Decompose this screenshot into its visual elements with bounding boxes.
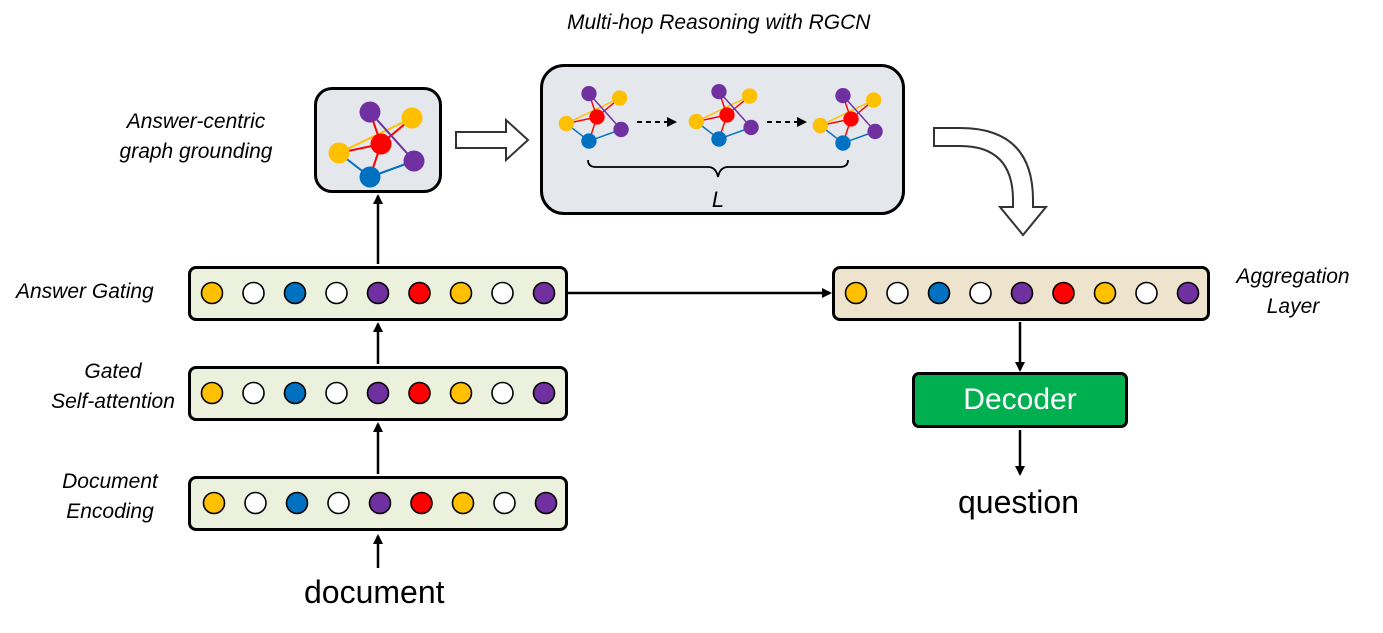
- rgcn-graph-hop-3: [812, 87, 883, 151]
- rgcn-graph-hop-1-edge: [588, 93, 622, 130]
- rgcn-graph-hop-2-node-purple: [711, 83, 727, 100]
- rgcn-graph-hop-3-node-purple: [867, 123, 883, 140]
- token-rows: [200, 281, 1200, 515]
- rgcn-graph-hop-3-node-yellow: [812, 117, 829, 134]
- answer-gating-label: Answer Gating: [16, 280, 154, 303]
- aggregation-token-purple: [1010, 281, 1034, 305]
- self-attention-token-yellow: [200, 381, 224, 405]
- grounding-label: Answer-centric graph grounding: [106, 107, 286, 167]
- self-attention-label: Gated Self-attention: [38, 357, 188, 417]
- aggregation-token-red: [1052, 281, 1075, 305]
- answer-gating-token-blue: [283, 281, 307, 305]
- answer-gating-token-yellow: [449, 281, 473, 305]
- aggregation-token-blue: [927, 281, 951, 305]
- rgcn-graph-hop-3-node-purple: [835, 87, 851, 104]
- doc-encoding-label: Document Encoding: [50, 467, 170, 527]
- self-attention-token-yellow: [449, 381, 473, 405]
- answer-gating-token-white: [242, 281, 265, 305]
- grounding-label-line2: graph grounding: [119, 140, 273, 163]
- input-document-label: document: [304, 574, 445, 610]
- grounding-graph-node-purple: [403, 150, 425, 172]
- rgcn-graph-hop-2-edge: [718, 91, 752, 128]
- self-attention-token-purple: [366, 381, 390, 405]
- doc-encoding-token-white: [244, 491, 267, 515]
- rgcn-graph-hop-3-node-red: [843, 111, 859, 127]
- grounding-graph: [328, 101, 425, 188]
- self-attention-token-white: [491, 381, 514, 405]
- doc-encoding-token-yellow: [451, 491, 475, 515]
- curved-arrow-rgcn-to-aggregation: [933, 127, 1049, 237]
- rgcn-graph-hop-2-node-purple: [743, 119, 759, 136]
- doc-encoding-token-white: [327, 491, 350, 515]
- answer-gating-token-white: [491, 281, 514, 305]
- grounding-graph-edge: [369, 111, 415, 162]
- doc-encoding-token-white: [493, 491, 516, 515]
- rgcn-graph-hop-3-edge: [842, 95, 876, 132]
- answer-gating-token-purple: [366, 281, 390, 305]
- aggregation-token-yellow: [844, 281, 868, 305]
- hop-count-label: L: [712, 187, 724, 212]
- answer-gating-token-yellow: [200, 281, 224, 305]
- hop-brace: [587, 159, 849, 178]
- self-attention-token-white: [242, 381, 265, 405]
- doc-encoding-label-line1: Document: [62, 470, 158, 493]
- answer-gating-token-white: [325, 281, 348, 305]
- aggregation-label-line1: Aggregation: [1236, 265, 1350, 288]
- aggregation-token-white: [969, 281, 992, 305]
- rgcn-graph-hop-3-node-blue: [835, 135, 851, 151]
- self-attention-token-purple: [532, 381, 556, 405]
- grounding-label-line1: Answer-centric: [126, 110, 266, 133]
- answer-gating-token-purple: [532, 281, 556, 305]
- rgcn-graph-hop-2-node-yellow: [688, 113, 705, 130]
- aggregation-token-white: [1135, 281, 1158, 305]
- self-attention-token-white: [325, 381, 348, 405]
- rgcn-graph-hop-1: [558, 85, 629, 149]
- decoder-block: Decoder: [912, 372, 1128, 428]
- rgcn-graph-hop-2-node-blue: [711, 131, 727, 147]
- doc-encoding-token-purple: [534, 491, 558, 515]
- rgcn-graph-hop-1-node-purple: [613, 121, 629, 138]
- rgcn-graph-hop-1-node-yellow: [558, 115, 575, 132]
- self-attention-label-line2: Self-attention: [51, 390, 175, 413]
- grounding-graph-node-yellow: [401, 107, 423, 129]
- answer-gating-token-red: [408, 281, 431, 305]
- diagram-title: Multi-hop Reasoning with RGCN: [567, 11, 871, 34]
- rgcn-graph-hop-2-node-yellow: [741, 88, 758, 104]
- self-attention-token-red: [408, 381, 431, 405]
- aggregation-token-purple: [1176, 281, 1200, 305]
- doc-encoding-label-line2: Encoding: [66, 500, 154, 523]
- rgcn-graph-hop-1-node-yellow: [611, 90, 628, 106]
- graph-group: [328, 83, 883, 188]
- rgcn-graph-hop-3-node-yellow: [865, 92, 882, 108]
- self-attention-label-line1: Gated: [84, 360, 142, 383]
- grounding-graph-node-red: [370, 133, 392, 155]
- grounding-graph-node-yellow: [328, 142, 350, 164]
- output-question-label: question: [958, 484, 1079, 520]
- rgcn-graph-hop-1-node-blue: [581, 133, 597, 149]
- block-arrow-grounding-to-rgcn: [455, 117, 530, 163]
- aggregation-label-line2: Layer: [1266, 295, 1320, 318]
- grounding-graph-node-purple: [359, 101, 381, 123]
- doc-encoding-token-red: [410, 491, 433, 515]
- rgcn-graph-hop-2-node-red: [719, 107, 735, 123]
- doc-encoding-token-purple: [368, 491, 392, 515]
- doc-encoding-token-blue: [285, 491, 309, 515]
- aggregation-label: Aggregation Layer: [1218, 262, 1368, 322]
- rgcn-graph-hop-2: [688, 83, 759, 147]
- doc-encoding-token-yellow: [202, 491, 226, 515]
- aggregation-token-white: [886, 281, 909, 305]
- rgcn-graph-hop-1-node-red: [589, 109, 605, 125]
- self-attention-token-blue: [283, 381, 307, 405]
- grounding-graph-node-blue: [359, 166, 381, 188]
- aggregation-token-yellow: [1093, 281, 1117, 305]
- rgcn-graph-hop-1-node-purple: [581, 85, 597, 102]
